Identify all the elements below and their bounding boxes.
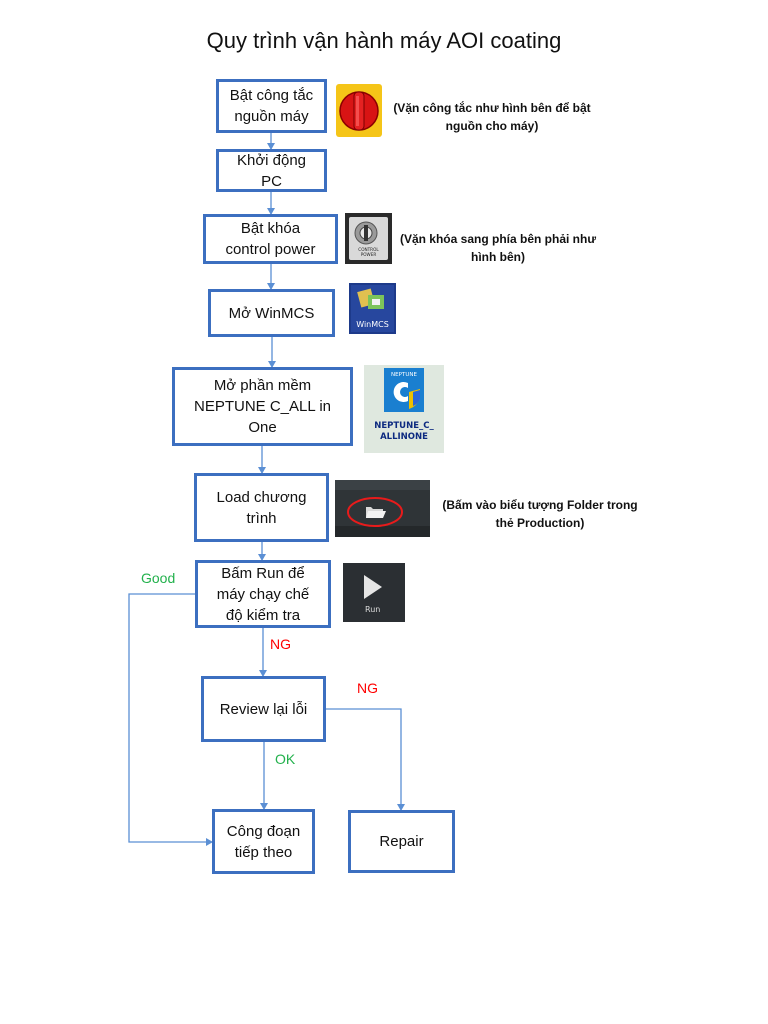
neptune-icon-header: NEPTUNE [391,372,417,378]
edge-label-ng-review: NG [357,680,378,696]
winmcs-icon: WinMCS [349,283,396,334]
note-power-switch: (Vặn công tắc như hình bên để bật nguồn … [393,101,591,133]
key-switch-caption-2: POWER [361,252,377,257]
step-power-on: Bật công tắc nguồn máy [216,79,327,133]
page-title: Quy trình vận hành máy AOI coating [206,28,562,53]
key-switch-caption-1: CONTROL [358,247,379,252]
step-load-program: Load chương trình [194,473,329,542]
step-review-defects: Review lại lỗi [201,676,326,742]
run-icon: Run [343,563,405,622]
edge-label-ok: OK [275,751,296,767]
step-press-run: Bấm Run để máy chạy chế độ kiểm tra [195,560,331,628]
step-start-pc: Khởi động PC [216,149,327,192]
arrow-run-to-next-good [128,593,213,846]
step-open-winmcs: Mở WinMCS [208,289,335,337]
edge-label-ng-run: NG [270,636,291,652]
folder-icon [335,480,430,537]
step-next-process: Công đoạn tiếp theo [212,809,315,874]
power-switch-icon [336,84,382,137]
step-repair: Repair [348,810,455,873]
winmcs-caption: WinMCS [356,320,389,329]
note-folder: (Bấm vào biểu tượng Folder trong thẻ Pro… [442,498,638,530]
neptune-icon-caption-1: NEPTUNE_C_ [374,421,434,431]
run-icon-caption: Run [365,605,380,614]
neptune-icon: NEPTUNE NEPTUNE_C_ ALLINONE [364,365,444,453]
edge-label-good: Good [141,570,176,586]
neptune-icon-caption-2: ALLINONE [380,432,428,442]
step-control-power-key: Bật khóa control power [203,214,338,264]
note-key-switch: (Vặn khóa sang phía bên phải như hình bê… [399,232,597,264]
step-open-neptune: Mở phần mềm NEPTUNE C_ALL in One [172,367,353,446]
key-switch-icon: CONTROL POWER [345,213,392,264]
arrow-review-to-repair [326,708,405,811]
